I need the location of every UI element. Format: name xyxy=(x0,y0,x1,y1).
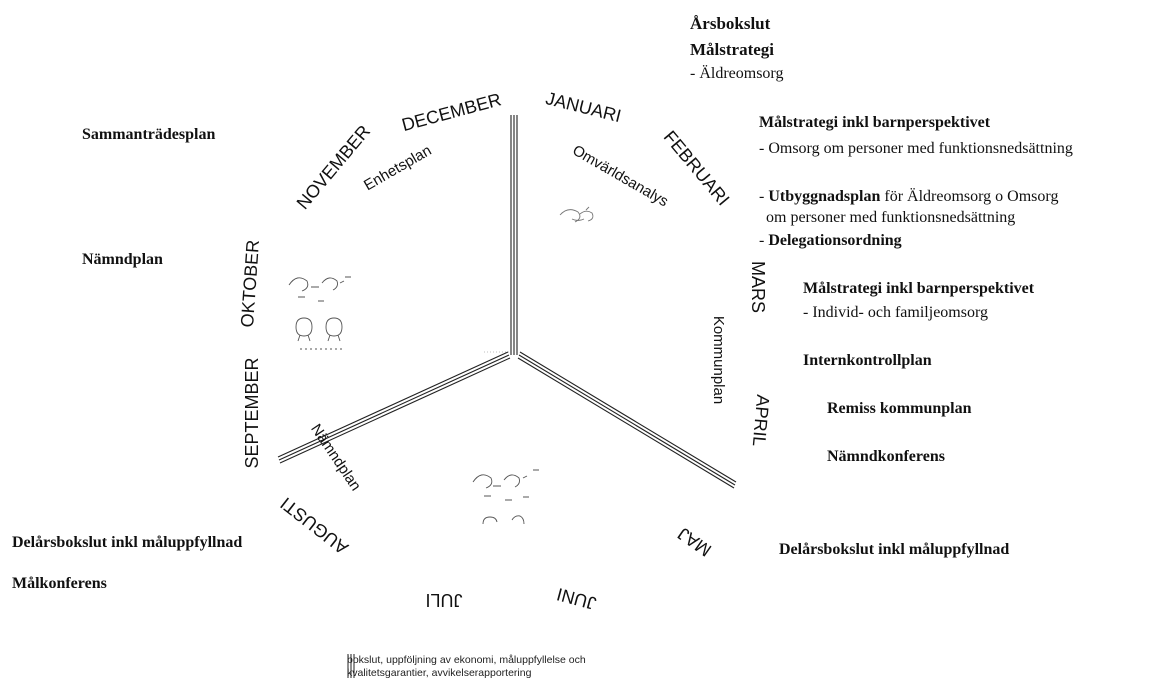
month-september: SEPTEMBER xyxy=(242,357,262,468)
note-sammantradesplan: Sammanträdesplan xyxy=(82,126,216,143)
note-utbyggnad-prefix: - xyxy=(759,188,769,205)
note-remiss-kommunplan: Remiss kommunplan xyxy=(827,400,972,417)
note-delegationsordning: - Delegationsordning xyxy=(759,231,902,251)
legend-line-2: kvalitetsgarantier, avvikelserapporterin… xyxy=(347,667,532,679)
month-november: NOVEMBER xyxy=(293,121,375,213)
note-omsorg-funktion: - Omsorg om personer med funktionsnedsät… xyxy=(759,140,1073,157)
month-july: JULI xyxy=(425,590,462,610)
people-sketch-left xyxy=(288,276,351,350)
note-individ: - Individ- och familjeomsorg xyxy=(803,304,988,321)
month-april: APRIL xyxy=(749,394,773,448)
legend-line-1: bokslut, uppföljning av ekonomi, måluppf… xyxy=(347,654,586,666)
note-utbyggnad-bold: Utbyggnadsplan xyxy=(768,188,881,205)
phase-namndplan: Nämndplan xyxy=(307,421,364,494)
note-delegation-prefix: - xyxy=(759,232,769,249)
note-aldreomsorg: - Äldreomsorg xyxy=(690,65,784,82)
note-malkonferens: Målkonferens xyxy=(12,575,107,592)
note-utbyggnad-line2: om personer med funktionsnedsättning xyxy=(766,209,1016,226)
month-january: JANUARI xyxy=(544,88,624,126)
note-internkontrollplan: Internkontrollplan xyxy=(803,352,932,369)
month-february: FEBRUARI xyxy=(660,127,734,210)
spoke-lower-left xyxy=(277,351,511,464)
phase-enhetsplan: Enhetsplan xyxy=(361,142,435,194)
note-delarsbokslut-left: Delårsbokslut inkl måluppfyllnad xyxy=(12,534,243,551)
people-sketch-bottom xyxy=(472,469,539,525)
phase-kommunplan: Kommunplan xyxy=(710,316,727,404)
note-malstrategi: Målstrategi xyxy=(690,40,775,59)
month-october: OKTOBER xyxy=(237,239,263,328)
month-august: AUGUSTI xyxy=(277,493,352,558)
legend: bokslut, uppföljning av ekonomi, måluppf… xyxy=(347,654,586,680)
note-namndkonferens: Nämndkonferens xyxy=(827,448,945,465)
month-june: JUNI xyxy=(555,584,599,614)
phase-omvarldsanalys: Omvärldsanalys xyxy=(569,142,671,210)
note-delegation-bold: Delegationsordning xyxy=(768,232,902,249)
note-utbyggnadsplan: - Utbyggnadsplan för Äldreomsorg o Omsor… xyxy=(759,187,1058,207)
month-december: DECEMBER xyxy=(400,89,504,135)
spoke-top xyxy=(510,115,518,355)
note-malstrategi-barn-2: Målstrategi inkl barnperspektivet xyxy=(803,280,1035,297)
month-march: MARS xyxy=(748,261,768,313)
people-sketch-top-right xyxy=(559,206,594,223)
note-malstrategi-barn-1: Målstrategi inkl barnperspektivet xyxy=(759,114,991,131)
note-arsbokslut: Årsbokslut xyxy=(690,14,771,33)
triple-line-legend-icon xyxy=(347,654,355,678)
note-utbyggnad-rest: för Äldreomsorg o Omsorg xyxy=(880,188,1059,205)
note-namndplan-left: Nämndplan xyxy=(82,251,163,268)
spoke-lower-right xyxy=(517,351,737,489)
note-delarsbokslut-right: Delårsbokslut inkl måluppfyllnad xyxy=(779,541,1010,558)
month-may: MAJ xyxy=(674,523,715,560)
